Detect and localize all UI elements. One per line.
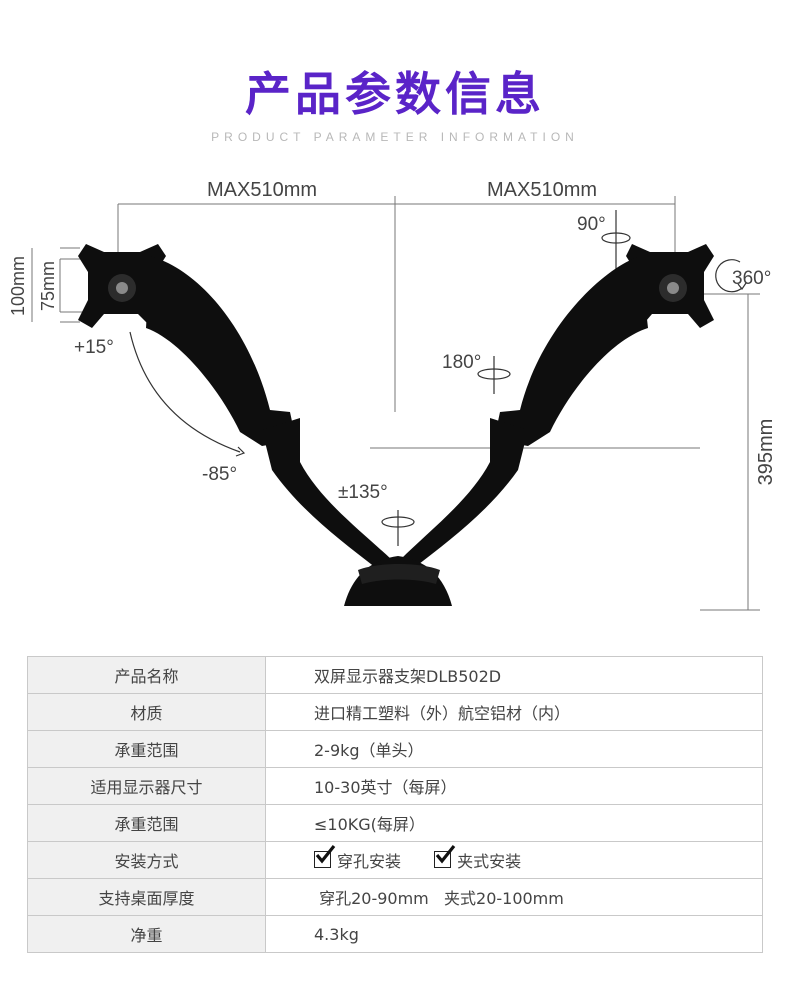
checkbox-checked-icon [314, 845, 336, 869]
install-option-clamp: 夹式安装 [434, 845, 522, 872]
spec-label: 安装方式 [27, 841, 266, 879]
table-row: 适用显示器尺寸 10-30英寸（每屏） [27, 767, 763, 805]
spec-label: 产品名称 [27, 656, 266, 694]
table-row: 承重范围 ≤10KG(每屏） [27, 804, 763, 842]
table-row: 材质 进口精工塑料（外）航空铝材（内） [27, 693, 763, 731]
tilt-down-label: -85° [202, 464, 237, 485]
spec-value-install: 穿孔安装 夹式安装 [265, 841, 763, 879]
spec-label: 净重 [27, 915, 266, 953]
table-row: 承重范围 2-9kg（单头） [27, 730, 763, 768]
install-option-label: 夹式安装 [457, 851, 522, 871]
reach-left-label: MAX510mm [207, 179, 317, 201]
spec-value: ≤10KG(每屏） [265, 804, 763, 842]
install-option-label: 穿孔安装 [337, 851, 402, 871]
spec-value: 进口精工塑料（外）航空铝材（内） [265, 693, 763, 731]
spec-value: 10-30英寸（每屏） [265, 767, 763, 805]
spec-label: 支持桌面厚度 [27, 878, 266, 916]
spec-label: 承重范围 [27, 730, 266, 768]
table-row: 净重 4.3kg [27, 915, 763, 953]
spec-value: 双屏显示器支架DLB502D [265, 656, 763, 694]
swivel-arm-label: ±135° [338, 482, 388, 503]
table-row: 支持桌面厚度 穿孔20-90mm 夹式20-100mm [27, 878, 763, 916]
spec-label: 适用显示器尺寸 [27, 767, 266, 805]
spec-label: 材质 [27, 693, 266, 731]
swivel-head-label: 180° [442, 352, 481, 373]
spec-label: 承重范围 [27, 804, 266, 842]
product-dimension-diagram: MAX510mm MAX510mm 100mm 75mm 395mm +15° … [8, 179, 777, 611]
tilt-90-label: 90° [577, 214, 606, 235]
spec-value: 穿孔20-90mm 夹式20-100mm [265, 878, 763, 916]
vesa-100-label: 100mm [8, 256, 28, 316]
table-row: 安装方式 穿孔安装 夹式安装 [27, 841, 763, 879]
page-subtitle: PRODUCT PARAMETER INFORMATION [211, 130, 579, 144]
checkbox-checked-icon [434, 845, 456, 869]
install-option-through-hole: 穿孔安装 [314, 845, 402, 872]
spec-table: 产品名称 双屏显示器支架DLB502D 材质 进口精工塑料（外）航空铝材（内） … [27, 656, 763, 953]
reach-right-label: MAX510mm [487, 179, 597, 201]
spec-value: 4.3kg [265, 915, 763, 953]
spec-value: 2-9kg（单头） [265, 730, 763, 768]
table-row: 产品名称 双屏显示器支架DLB502D [27, 656, 763, 694]
vesa-75-label: 75mm [38, 261, 58, 311]
tilt-up-label: +15° [74, 337, 114, 358]
height-label: 395mm [755, 419, 777, 486]
rotate-360-label: 360° [732, 268, 771, 289]
page-title: 产品参数信息 [245, 67, 545, 121]
